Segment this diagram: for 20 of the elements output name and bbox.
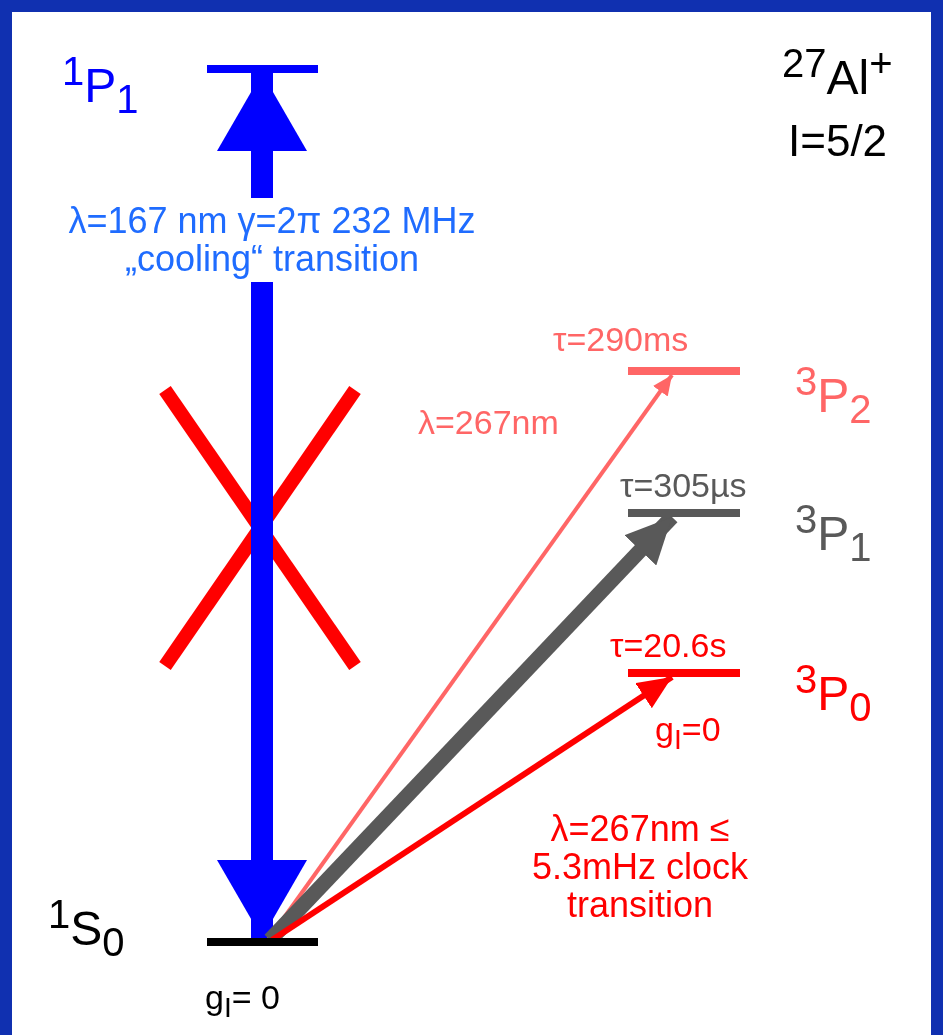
energy-level-bar — [628, 509, 740, 517]
lifetime-label: τ=290ms — [553, 322, 689, 358]
lifetime-label: τ=20.6s — [610, 628, 727, 664]
nuclear-spin-label: I=5/2 — [788, 118, 888, 165]
term-symbol: $^{3}$P$_{2}$ — [795, 360, 872, 430]
term-symbol: $^{1}$S$_{0}$ — [48, 893, 125, 963]
transition-arrow — [217, 73, 307, 938]
energy-level-bar — [207, 938, 318, 946]
energy-level-bar — [628, 367, 740, 375]
transition-label: λ=267nm — [418, 405, 559, 441]
lifetime-label: τ=305µs — [620, 468, 747, 504]
transition-label: λ=267nm ≤ 5.3mHz clock transition — [530, 810, 750, 924]
term-symbol: $^{1}$P$_{1}$ — [62, 50, 139, 120]
g-factor-label: g$_{I}$= 0 — [205, 980, 280, 1023]
ion-label: $^{27}$Al$^{+}$ — [782, 42, 893, 104]
energy-level-bar — [628, 669, 740, 677]
term-symbol: $^{3}$P$_{0}$ — [795, 658, 872, 728]
term-symbol: $^{3}$P$_{1}$ — [795, 498, 872, 568]
g-factor-label: g$_{I}$=0 — [655, 712, 721, 755]
energy-level-bar — [207, 65, 318, 73]
